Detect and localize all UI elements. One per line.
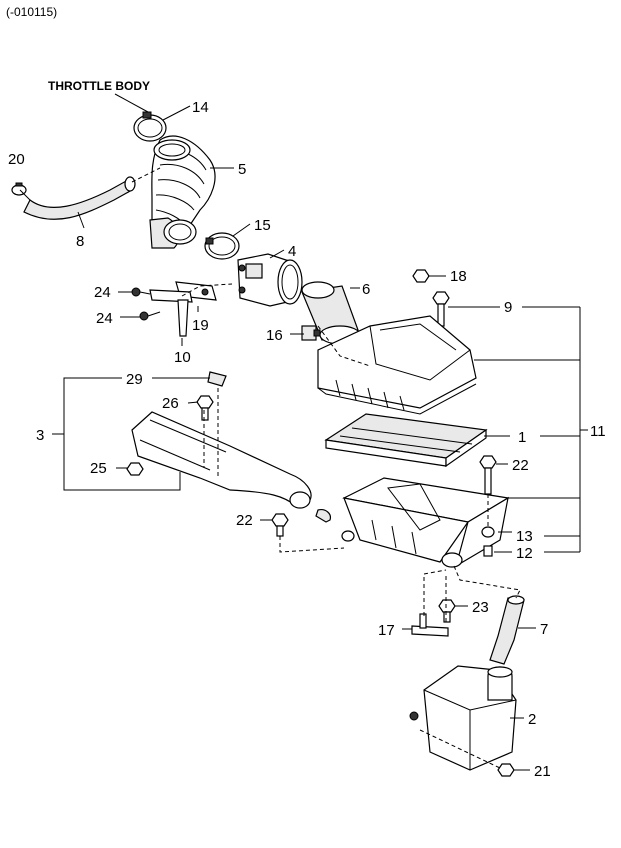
callout-29: 29 — [126, 371, 143, 388]
part-1-air-filter[interactable] — [324, 413, 488, 468]
callout-22-left: 22 — [236, 512, 253, 529]
part-24-bolt-upper[interactable] — [131, 287, 151, 297]
part-18-nut[interactable] — [412, 269, 430, 283]
part-6-intake-duct[interactable] — [301, 281, 361, 345]
callout-21: 21 — [534, 763, 551, 780]
part-25-nut[interactable] — [126, 462, 144, 476]
leader-lines — [19, 105, 588, 771]
part-2-resonator[interactable] — [409, 665, 517, 771]
callout-12: 12 — [516, 545, 533, 562]
diagram-code: (-010115) — [6, 5, 57, 19]
callout-6: 6 — [362, 281, 370, 298]
part-5-air-intake-hose[interactable] — [149, 135, 216, 249]
callout-3: 3 — [36, 427, 44, 444]
callout-10: 10 — [174, 349, 191, 366]
air-cleaner-upper-cover[interactable] — [317, 315, 477, 415]
callout-9: 9 — [504, 299, 512, 316]
assembly-dashed-lines — [181, 283, 521, 769]
callout-17: 17 — [378, 622, 395, 639]
part-19-bracket[interactable] — [149, 281, 217, 303]
callout-25: 25 — [90, 460, 107, 477]
callout-23: 23 — [472, 599, 489, 616]
part-15-hose-clamp[interactable] — [204, 232, 240, 260]
callout-labels: 14 20 5 8 15 4 18 6 24 9 24 19 16 10 29 … — [8, 99, 606, 780]
part-4-air-flow-sensor[interactable] — [237, 253, 303, 307]
callout-18: 18 — [450, 268, 467, 285]
part-8-breather-hose[interactable] — [23, 167, 161, 220]
part-26-bolt[interactable] — [196, 395, 214, 421]
callout-22-right: 22 — [512, 457, 529, 474]
part-22-bolt-right[interactable] — [479, 455, 497, 495]
callout-5: 5 — [238, 161, 246, 178]
part-29-seal[interactable] — [207, 371, 227, 387]
callout-26: 26 — [162, 395, 179, 412]
callout-2: 2 — [528, 711, 536, 728]
part-14-hose-clamp[interactable] — [133, 111, 167, 142]
part-23-bolt[interactable] — [438, 599, 456, 623]
callout-19: 19 — [192, 317, 209, 334]
callout-11: 11 — [590, 423, 606, 440]
callout-15: 15 — [254, 217, 271, 234]
part-9-bolt[interactable] — [432, 291, 450, 327]
callout-14: 14 — [192, 99, 209, 116]
part-21-bolt[interactable] — [497, 763, 515, 777]
callout-8: 8 — [76, 233, 84, 250]
part-13-grommet[interactable] — [481, 526, 495, 538]
part-3-air-duct[interactable] — [131, 411, 331, 523]
callout-20: 20 — [8, 151, 25, 168]
part-12-mount[interactable] — [483, 545, 493, 557]
part-7-drain-hose[interactable] — [489, 595, 525, 665]
callout-13: 13 — [516, 528, 533, 545]
throttle-body-leader — [114, 93, 149, 113]
callout-16: 16 — [266, 327, 283, 344]
part-22-bolt-left[interactable] — [271, 513, 289, 537]
callout-4: 4 — [288, 243, 296, 260]
callout-24-upper: 24 — [94, 284, 111, 301]
part-10-bracket[interactable] — [177, 299, 189, 337]
part-16-sensor[interactable] — [301, 325, 321, 341]
callout-1: 1 — [518, 429, 526, 446]
callout-24-lower: 24 — [96, 310, 113, 327]
air-cleaner-lower-body[interactable] — [342, 477, 510, 568]
part-17-bracket[interactable] — [411, 613, 449, 637]
callout-7: 7 — [540, 621, 548, 638]
lower-body-grommet — [341, 530, 355, 542]
throttle-body-label: THROTTLE BODY — [48, 79, 150, 93]
part-24-bolt-lower[interactable] — [139, 311, 161, 321]
